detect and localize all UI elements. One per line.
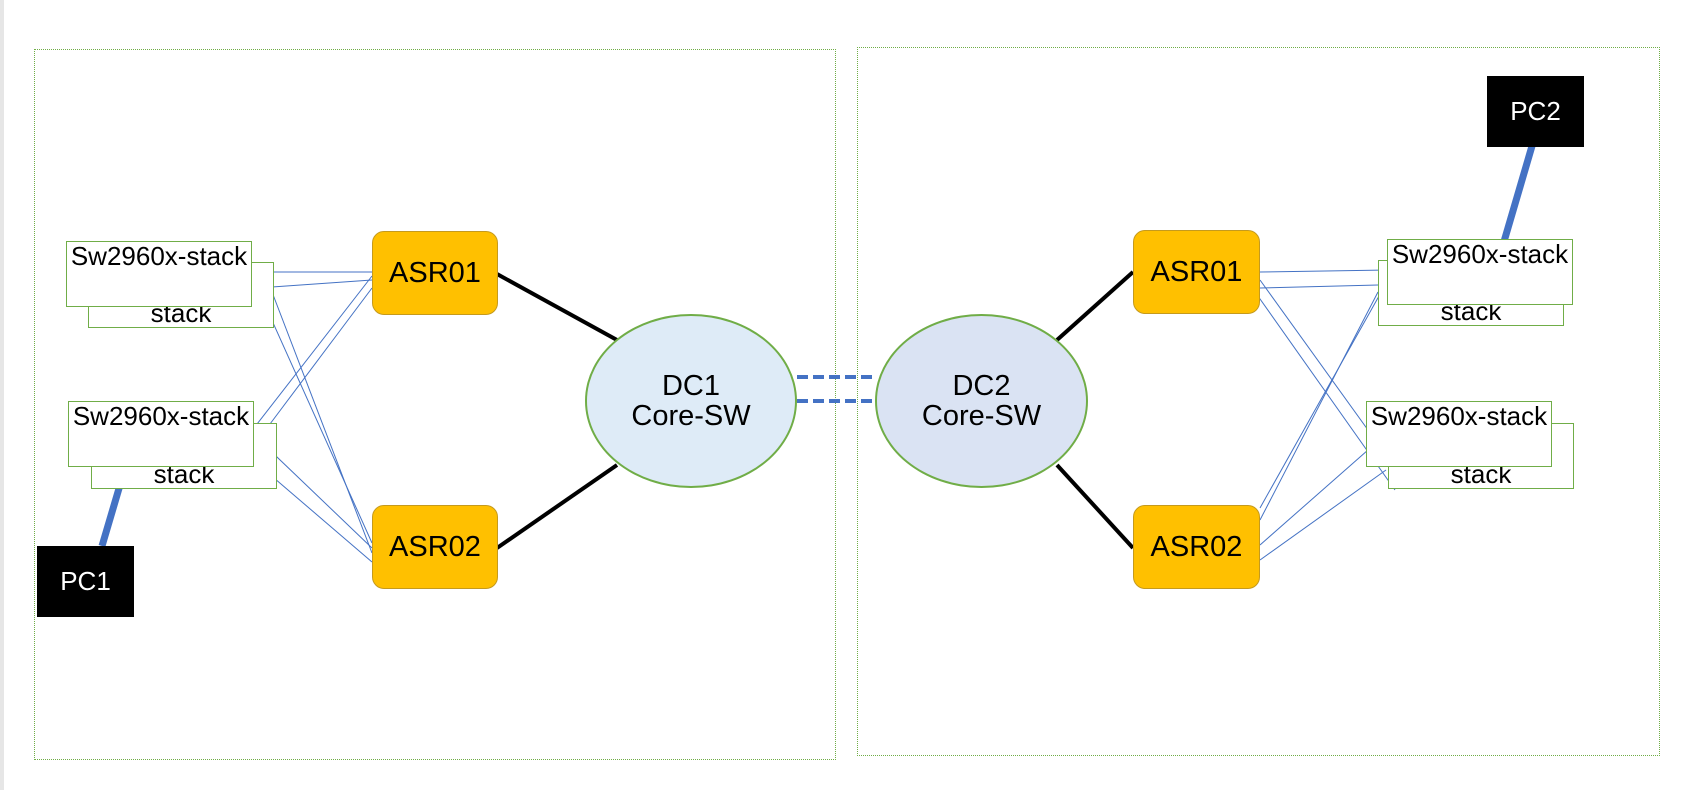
pc-label: PC2 [1510,95,1561,126]
router-label: ASR01 [1150,255,1243,288]
core-label: DC2 Core-SW [921,369,1042,432]
router-label: ASR02 [389,530,481,563]
uplink [1259,291,1379,521]
dc2-switch-2: Sw2960x-stack [1366,401,1552,467]
dc1-router-asr01: ASR01 [372,231,498,315]
switch-label: Sw2960x-stack [72,401,250,431]
uplink [273,477,373,563]
pc2-node: PC2 [1487,76,1584,147]
page-edge [0,0,4,790]
uplink [1259,469,1387,561]
dc2-router-asr01: ASR01 [1133,230,1260,314]
uplink [1259,284,1379,289]
uplink [271,291,373,554]
router-label: ASR02 [1150,530,1243,563]
uplink [1259,269,1389,273]
core-link [1055,463,1135,550]
core-label: DC1 Core-SW [631,369,751,432]
core-links [495,270,1135,550]
dc1-router-asr02: ASR02 [372,505,498,589]
uplink [1259,279,1387,456]
dc2-core-switch: DC2 Core-SW [875,314,1088,488]
dc1-switch-1: Sw2960x-stack [66,241,252,307]
dc1-zone [34,49,836,760]
dc-interconnect [797,375,875,403]
core-link [1055,270,1135,342]
switch-label: Sw2960x-stack [1370,401,1548,431]
router-label: ASR01 [389,256,481,289]
uplink [263,287,373,433]
uplink [271,279,373,288]
dc2-zone [857,47,1660,756]
switch-label: Sw2960x-stack [70,241,248,271]
dc2-router-asr02: ASR02 [1133,505,1260,589]
uplink [1259,449,1369,546]
core-link [496,272,618,342]
uplink [1259,279,1389,509]
uplink [253,275,373,429]
core-link [495,463,619,550]
dc1-core-switch: DC1 Core-SW [585,314,797,488]
pc1-node: PC1 [37,546,134,617]
pc-label: PC1 [60,565,111,596]
pc-links [98,145,1536,547]
switch-label: Sw2960x-stack [1391,239,1569,269]
dc1-switch-2: Sw2960x-stack [68,401,254,467]
dc2-switch-1: Sw2960x-stack [1387,239,1573,305]
